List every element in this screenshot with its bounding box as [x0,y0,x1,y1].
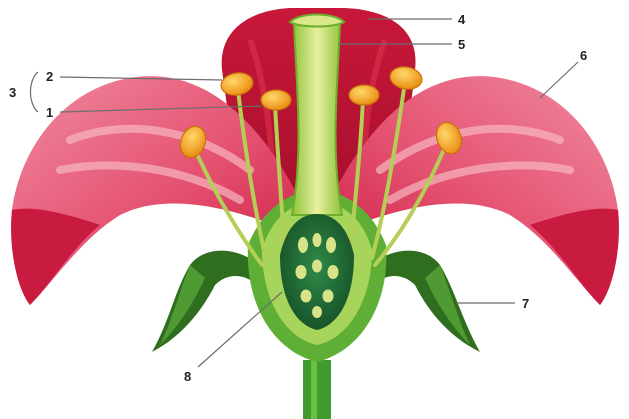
left-petal-fold [11,209,100,305]
stem-highlight [311,360,317,419]
right-petal-fold [530,209,619,305]
label-3: 3 [9,85,16,100]
label-4: 4 [458,12,466,27]
label-6: 6 [580,48,587,63]
label-1: 1 [46,105,53,120]
left-sepal [152,251,265,352]
label-7: 7 [522,296,529,311]
stigma [290,15,344,27]
style [292,22,342,215]
label-2: 2 [46,69,53,84]
label-5: 5 [458,37,465,52]
label-8: 8 [184,369,191,384]
